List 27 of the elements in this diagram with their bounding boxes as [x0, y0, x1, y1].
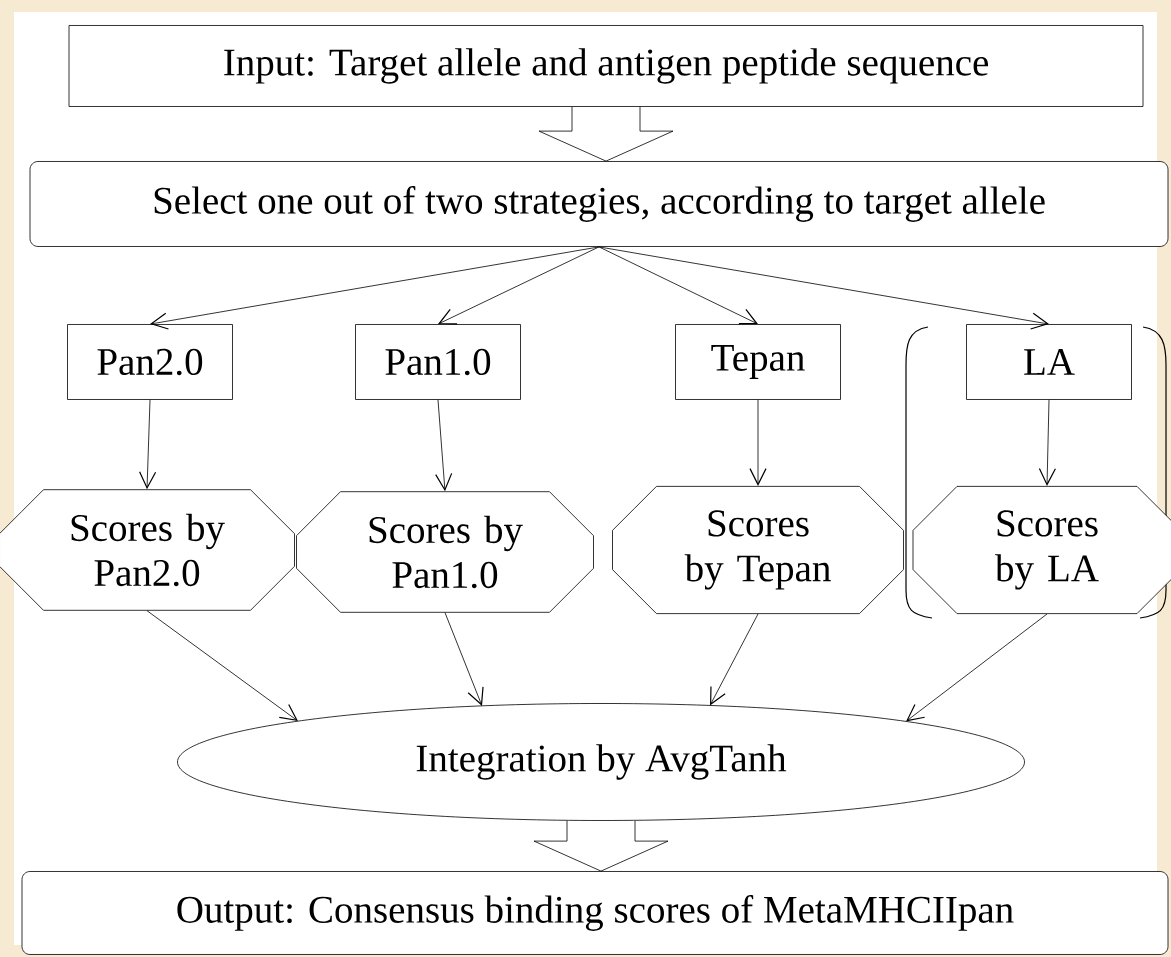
arrow [444, 612, 484, 706]
arrow [710, 613, 759, 706]
method-box: LA [966, 324, 1132, 400]
score-octagon: Scores by Pan1.0 [296, 491, 594, 613]
node-label: Select one out of two strategies, according to target allele [154, 186, 1045, 222]
arrow [749, 399, 767, 486]
output-box: Output: Consensus binding scores of MetaMHCIIpan [21, 871, 1169, 955]
block-arrow [538, 106, 674, 162]
arrow [139, 399, 157, 490]
score-octagon: Scores by Pan2.0 [0, 489, 295, 611]
arrow [438, 246, 600, 325]
method-box: Tepan [675, 324, 841, 400]
arrow [1038, 399, 1056, 486]
arrow [150, 246, 600, 330]
arrow [906, 613, 1048, 722]
input-box: Input: Target allele and antigen peptide sequence [68, 25, 1144, 107]
arrow [435, 399, 453, 492]
score-octagon: Scores by LA [912, 486, 1171, 614]
arrow [598, 246, 1049, 330]
method-box: Pan1.0 [355, 324, 521, 400]
block-arrow [533, 820, 669, 872]
node-label: Scores by LA [995, 510, 1099, 590]
arrow [598, 246, 758, 325]
arrow [146, 610, 298, 722]
node-label: Output: Consensus binding scores of MetaMHCIIpan [177, 895, 1014, 931]
method-box: Pan2.0 [67, 324, 233, 400]
process-box: Select one out of two strategies, according to target allele [29, 161, 1169, 247]
